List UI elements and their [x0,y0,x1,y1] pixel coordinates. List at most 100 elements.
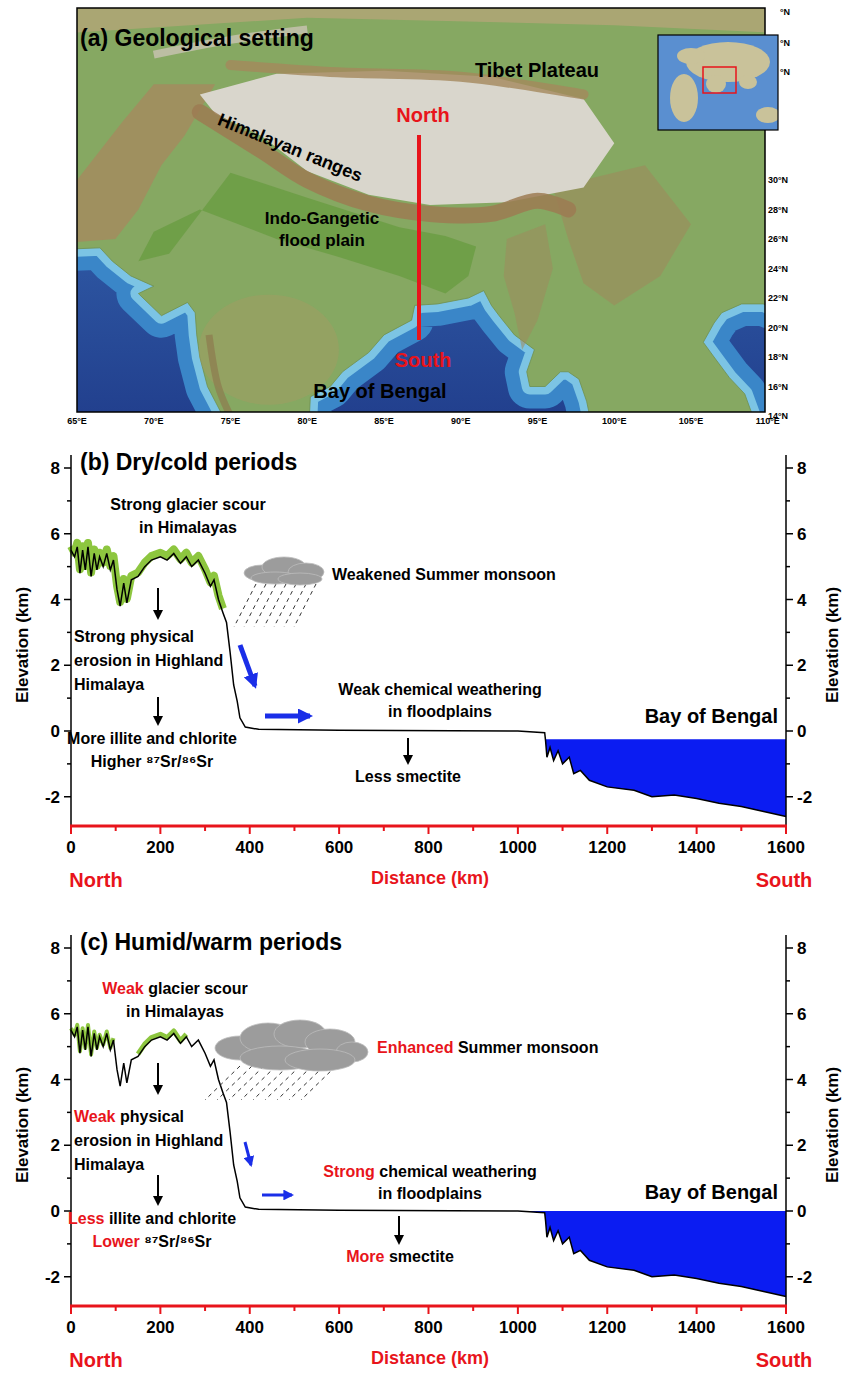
tick-label-block: 4 [51,589,60,610]
flow-arrow [240,645,255,686]
latitude-label-block: °N [780,38,790,49]
latitude-label: 20°N [768,322,788,332]
tick-label: 800 [414,838,442,857]
tick-label: 4 [797,590,806,609]
tick-label-block: 8 [51,938,60,959]
tick-label: 2 [51,656,60,675]
latitude-label: °N [780,67,790,77]
tick-label-block: 0 [51,1201,60,1222]
process-note: smectite [389,1248,454,1265]
monsoon-cloud [215,1020,368,1071]
latitude-label: 30°N [768,175,788,185]
flow-arrow [265,714,310,719]
tick-label: -2 [797,787,812,806]
axis-title: Distance (km) [371,1348,489,1368]
process-note: More [346,1248,384,1265]
tick-label-block: 2 [797,1135,806,1156]
process-note: More illite and chlorite [67,730,237,747]
tick-label: 1000 [499,1318,537,1337]
tick-label-block: 8 [797,938,806,959]
tick-label-block: 400 [236,837,264,858]
longitude-label-block: 70°E [144,416,164,427]
region-label-block: Tibet Plateau [475,58,599,83]
tick-label-block: -2 [45,786,60,807]
process-note-block: Lessillite and chlorite [68,1209,236,1229]
process-note-block: Weak chemical weathering in floodplains [333,679,547,723]
longitude-label: 65°E [67,416,87,426]
tick-label-block: 800 [414,837,442,858]
process-note: Strong physical erosion in Highland Hima… [74,628,223,693]
axis-title-block: Elevation (km) [822,587,843,703]
tick-label: 6 [797,524,806,543]
process-note: Strong [323,1163,375,1180]
latitude-label-block: 26°N [768,234,788,245]
tick-label: 1000 [499,838,537,857]
tick-label: -2 [797,1267,812,1286]
tick-label-block: 4 [51,1069,60,1090]
axis-title-block: Elevation (km) [822,1067,843,1183]
axis-title-block: Elevation (km) [12,587,33,703]
process-note: Strong glacier scour in Himalayas [110,496,266,536]
tick-label-block: 0 [66,837,75,858]
axis-title: Distance (km) [371,868,489,888]
latitude-label-block: °N [780,67,790,78]
tick-label: -2 [45,787,60,806]
longitude-label-block: 105°E [679,416,704,427]
axis-title-block: Distance (km) [371,867,489,890]
longitude-label: 90°E [451,416,471,426]
latitude-label: 26°N [768,234,788,244]
tick-label: 6 [797,1004,806,1023]
longitude-label-block: 95°E [528,416,548,427]
region-label: Bay of Bengal [313,380,446,402]
latitude-label: 16°N [768,381,788,391]
latitude-label-block: 16°N [768,381,788,392]
latitude-label: 28°N [768,204,788,214]
rain-lines [234,584,316,627]
process-note-block: More illite and chlorite [67,729,237,749]
process-note-block: Less smectite [355,767,461,787]
latitude-label: 22°N [768,293,788,303]
latitude-label-block: °N [780,7,790,18]
tick-label: 0 [51,722,60,741]
direction-label-block: North [69,868,122,893]
panel-title: (c) Humid/warm periods [80,929,342,955]
tick-label-block: 200 [146,1317,174,1338]
direction-label-block: North [69,1348,122,1373]
tick-label: 200 [146,1318,174,1337]
region-label: Bay of Bengal [645,1181,778,1203]
longitude-label: 80°E [297,416,317,426]
region-label: Tibet Plateau [475,59,599,81]
process-note: Weakened Summer monsoon [332,566,556,583]
latitude-label-block: 28°N [768,204,788,215]
tick-label-block: 8 [51,458,60,479]
process-note: Enhanced [377,1039,453,1056]
axis-title: Elevation (km) [823,587,842,703]
tick-label-block: 2 [51,655,60,676]
longitude-label-block: 90°E [451,416,471,427]
latitude-label-block: 18°N [768,352,788,363]
flow-arrow [262,1194,292,1197]
region-label-block: Bay of Bengal [645,704,778,729]
direction-label-block: South [756,1348,813,1373]
panel-title-block: (b) Dry/cold periods [80,448,297,477]
tick-label-block: 200 [146,837,174,858]
tick-label-block: -2 [797,786,812,807]
tick-label-block: 6 [51,523,60,544]
axis-title-block: Elevation (km) [12,1067,33,1183]
tick-label: 2 [51,1136,60,1155]
tick-label-block: 6 [51,1003,60,1024]
tick-label-block: 2 [51,1135,60,1156]
tick-label: 0 [797,722,806,741]
axis-title-block: Distance (km) [371,1347,489,1370]
tick-label-block: 800 [414,1317,442,1338]
process-note: glacier scour in Himalayas [126,980,248,1020]
tick-label-block: 400 [236,1317,264,1338]
process-note: Lower [93,1233,140,1250]
longitude-label: 85°E [374,416,394,426]
longitude-label: 95°E [528,416,548,426]
direction-label-block: South [395,348,452,373]
tick-label: 6 [51,524,60,543]
longitude-label-block: 100°E [602,416,627,427]
direction-label: South [756,869,813,891]
tick-label: 200 [146,838,174,857]
